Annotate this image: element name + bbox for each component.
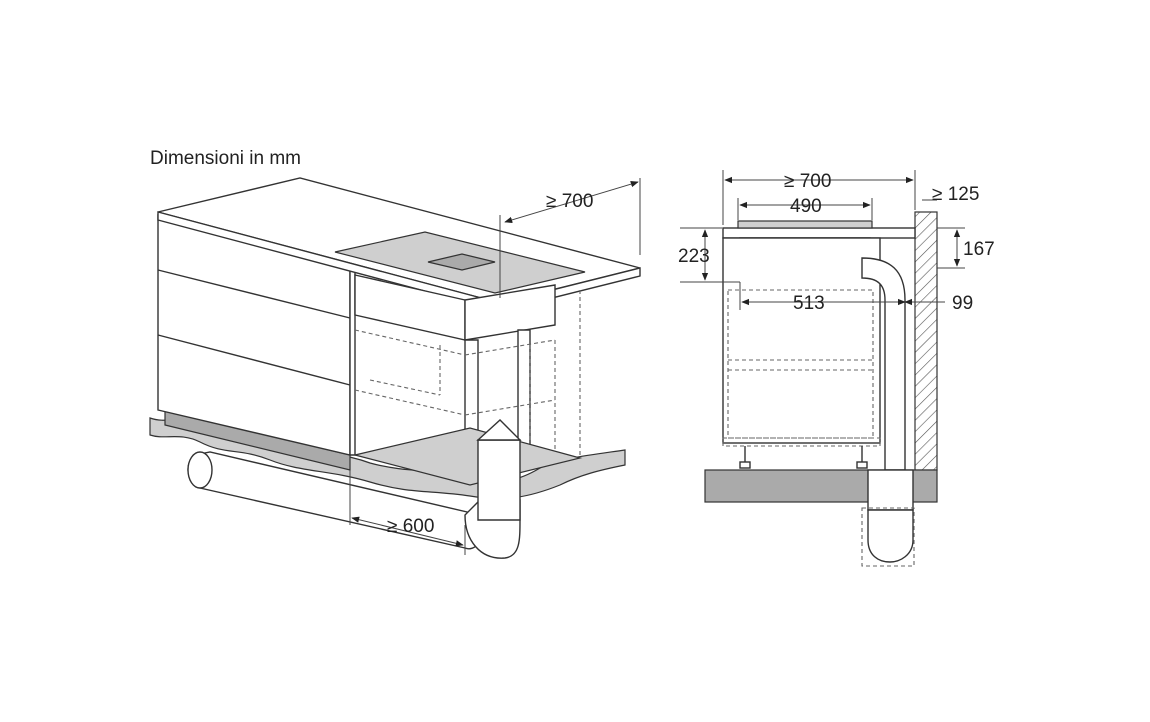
iso-cabinet-side bbox=[349, 261, 356, 456]
iso-floor-pass-duct bbox=[477, 439, 521, 521]
dim-inner-depth: 513 bbox=[793, 293, 825, 314]
dim-duct-height: 167 bbox=[963, 239, 995, 260]
side-view: ≥ 700 490 223 513 ≥ 125 167 99 bbox=[678, 170, 995, 567]
iso-dashed-cabinet bbox=[354, 290, 581, 455]
iso-hob-vent bbox=[427, 253, 496, 271]
diagram-title: Dimensioni in mm bbox=[150, 148, 301, 169]
side-duct-below bbox=[867, 509, 914, 563]
side-cabinet bbox=[722, 237, 881, 444]
isometric-view: ≥ 700 ≥ 600 bbox=[149, 177, 641, 559]
dim-iso-width: ≥ 700 bbox=[546, 191, 593, 212]
side-countertop bbox=[722, 227, 916, 239]
dim-hob-width: 490 bbox=[790, 196, 822, 217]
side-hob bbox=[737, 220, 873, 229]
dim-duct-offset: 99 bbox=[952, 293, 973, 314]
side-cabinet-base bbox=[722, 437, 881, 447]
dim-iso-duct: ≥ 600 bbox=[387, 516, 434, 537]
iso-base-plate bbox=[354, 427, 583, 486]
dim-side-width: ≥ 700 bbox=[784, 171, 831, 192]
iso-duct-end bbox=[187, 451, 213, 489]
dim-height: 223 bbox=[678, 246, 710, 267]
dim-wall-gap: ≥ 125 bbox=[932, 184, 979, 205]
side-wall bbox=[914, 211, 938, 471]
